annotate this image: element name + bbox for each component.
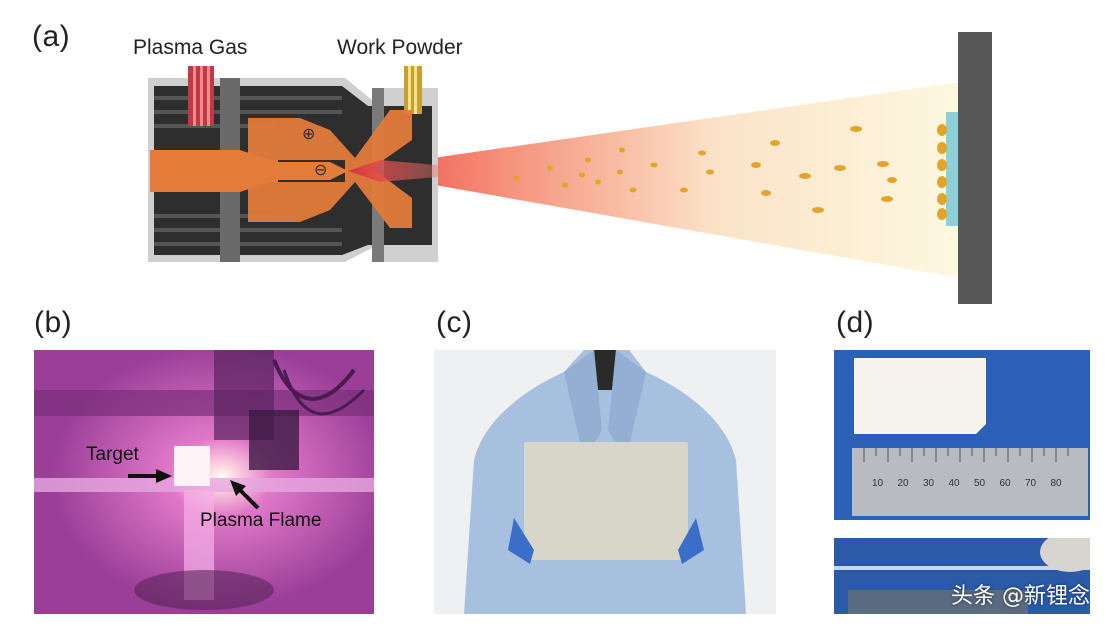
- watermark: 头条 @新锂念: [951, 584, 1090, 609]
- ruler-number: 40: [948, 478, 960, 489]
- panel-a-label: (a): [32, 20, 71, 53]
- panel-d-label: (d): [836, 306, 875, 339]
- ruler-number: 70: [1025, 478, 1037, 489]
- target-arrow: [128, 469, 172, 483]
- plasma-spray-diagram: [148, 32, 992, 304]
- work-powder-inlet: [404, 66, 422, 114]
- ruler-number: 60: [999, 478, 1011, 489]
- plasma-spray-photo: Target Plasma Flame: [34, 350, 374, 614]
- sample-with-ruler-photo: 10 20 30 40 50 60 70 80: [834, 350, 1090, 520]
- substrate: [958, 32, 992, 304]
- anode-symbol: ⊕: [302, 124, 316, 143]
- work-powder-label: Work Powder: [337, 36, 463, 59]
- powder-particles: [514, 126, 897, 213]
- ruler-number: 10: [872, 478, 884, 489]
- ruler-number: 30: [923, 478, 935, 489]
- cathode-symbol: ⊖: [314, 160, 328, 179]
- plasma-gas-inlet: [188, 66, 214, 126]
- coated-plate-photo: [434, 350, 776, 614]
- ruler-number: 20: [897, 478, 909, 489]
- plasma-gas-label: Plasma Gas: [133, 36, 248, 59]
- plasma-core: [348, 160, 470, 182]
- coating-layer: [946, 112, 958, 226]
- plasma-flame-label: Plasma Flame: [200, 510, 322, 531]
- target-label: Target: [86, 444, 139, 465]
- coated-plate: [524, 442, 688, 560]
- ruler-number: 50: [974, 478, 986, 489]
- panel-c-label: (c): [436, 306, 473, 339]
- plasma-plume: [350, 82, 960, 278]
- coated-sample: [854, 358, 986, 434]
- deposited-splats: [937, 124, 947, 220]
- ruler: [852, 448, 1088, 516]
- ruler-number: 80: [1050, 478, 1062, 489]
- plasma-flame-arrow: [230, 480, 260, 510]
- panel-b-label: (b): [34, 306, 73, 339]
- sample-edge-photo: [834, 538, 1090, 614]
